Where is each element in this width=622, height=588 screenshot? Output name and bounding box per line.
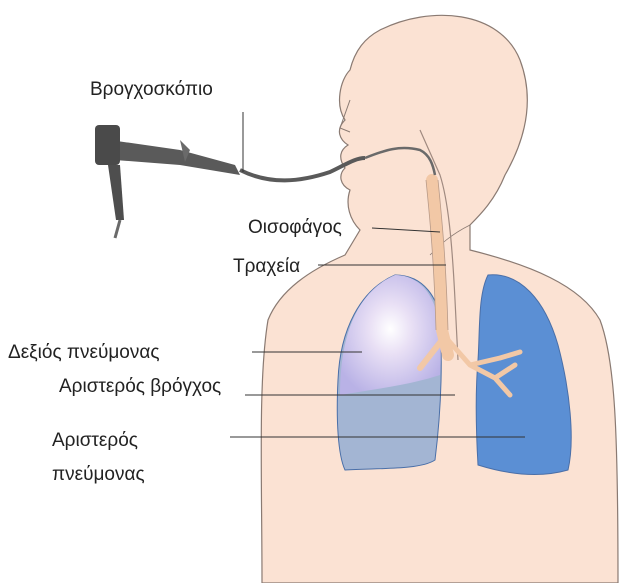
label-trachea: Τραχεία bbox=[233, 257, 300, 276]
label-left-lung-line2: πνεύμονας bbox=[52, 465, 145, 484]
label-bronchoscope: Βρογχοσκόπιο bbox=[90, 80, 213, 99]
label-left-lung-line1: Αριστερός bbox=[52, 431, 138, 450]
label-esophagus: Οισοφάγος bbox=[248, 218, 342, 237]
label-left-bronchus: Αριστερός βρόγχος bbox=[59, 377, 221, 396]
label-right-lung: Δεξιός πνεύμονας bbox=[8, 343, 160, 362]
